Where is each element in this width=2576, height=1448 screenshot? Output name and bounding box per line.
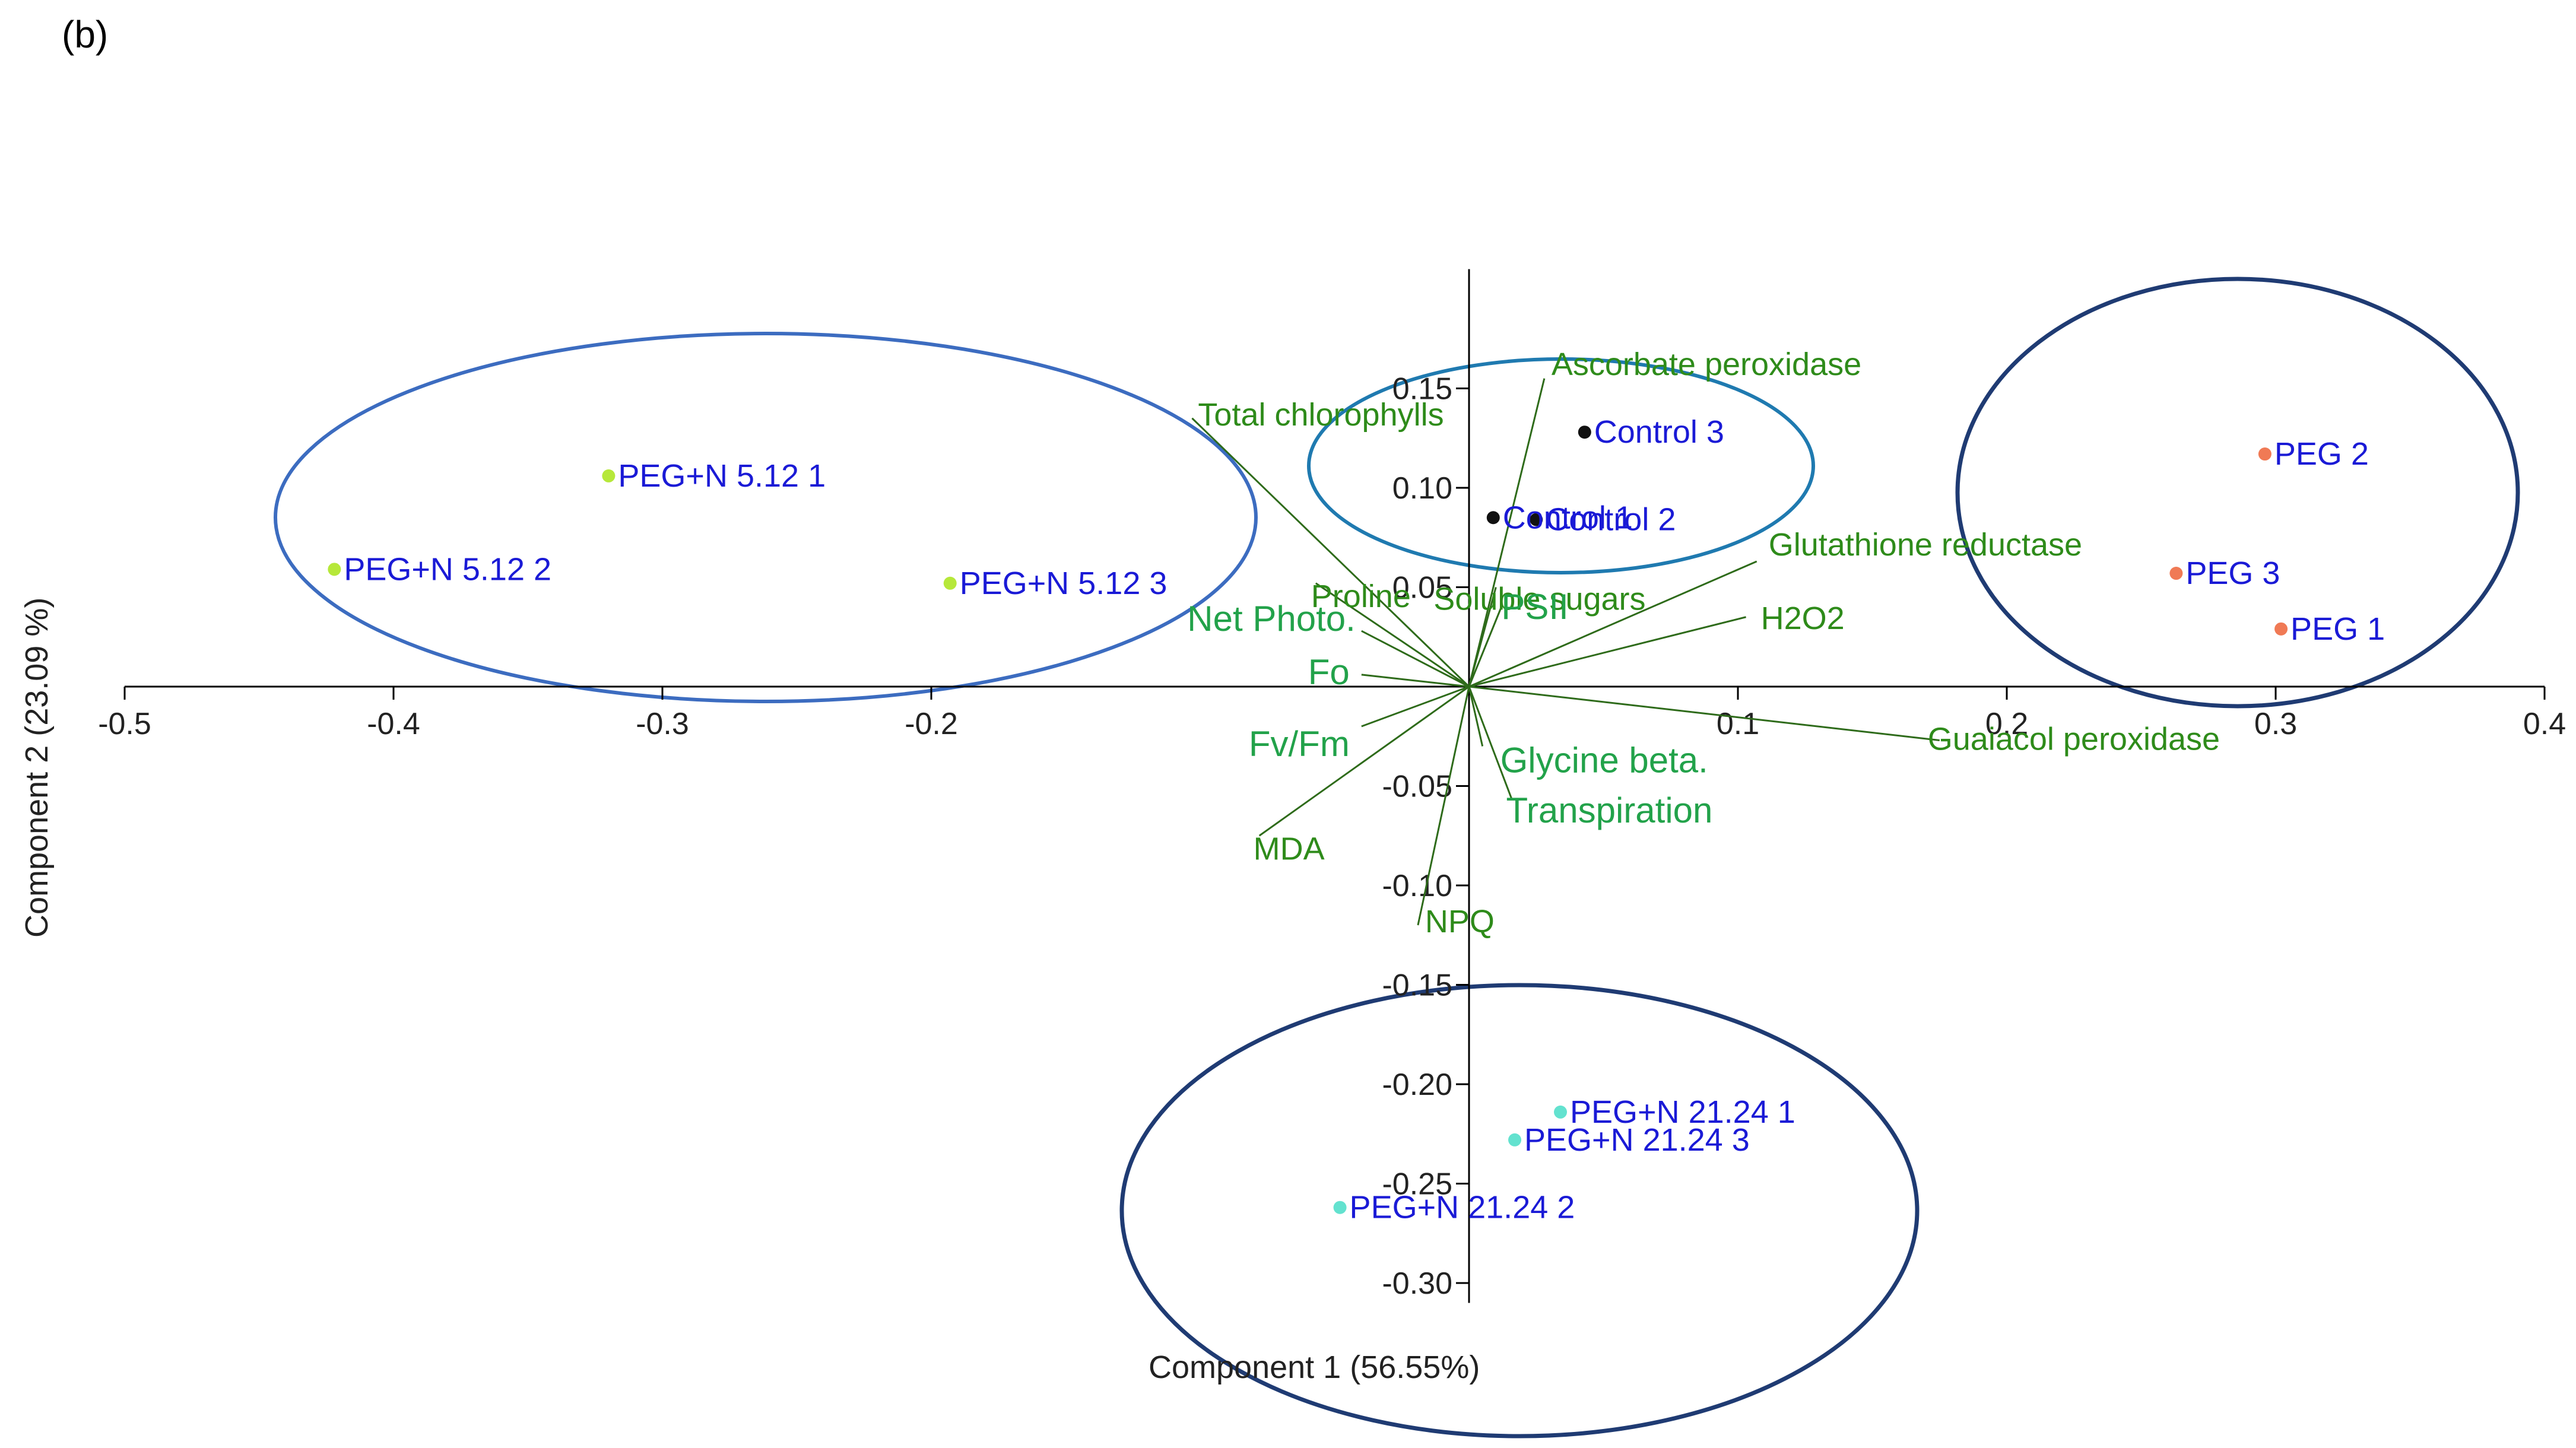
point-label-peg-n-21-24-3: PEG+N 21.24 3 <box>1524 1122 1750 1158</box>
point-peg-n-21-24-2 <box>1333 1201 1347 1214</box>
point-peg-n-5-12-3 <box>943 576 957 590</box>
vector-psii <box>1468 606 1502 687</box>
x-tick-label: 0.1 <box>1717 707 1759 741</box>
panel-label: (b) <box>62 13 108 56</box>
vector-npq <box>1417 686 1470 926</box>
group-ellipses <box>274 277 2520 1439</box>
vector-transpiration <box>1468 686 1513 801</box>
point-control-3 <box>1578 425 1591 439</box>
vector-total-chlorophylls <box>1191 417 1470 688</box>
vector-label-net-photo: Net Photo. <box>1187 599 1356 639</box>
point-label-control-3: Control 3 <box>1594 414 1724 450</box>
x-tick-label: 0.3 <box>2254 707 2297 741</box>
ellipse-peg-n-21-24 <box>1119 983 1920 1439</box>
y-tick-label: 0.10 <box>1392 471 1452 506</box>
y-tick-label: -0.20 <box>1382 1068 1452 1102</box>
point-label-peg-n-5-12-1: PEG+N 5.12 1 <box>618 458 826 494</box>
point-label-peg-3: PEG 3 <box>2185 555 2280 591</box>
point-peg-3 <box>2169 567 2183 580</box>
vector-label-guaiacol-peroxidase: Guaiacol peroxidase <box>1928 721 2220 757</box>
vector-h2o2 <box>1468 616 1746 688</box>
vector-glycine-beta <box>1468 686 1484 747</box>
point-control-1 <box>1486 511 1500 525</box>
vector-label-h2o2: H2O2 <box>1761 601 1845 636</box>
point-label-peg-1: PEG 1 <box>2291 611 2385 647</box>
point-label-peg-n-5-12-2: PEG+N 5.12 2 <box>344 551 551 587</box>
point-label-peg-2: PEG 2 <box>2274 436 2369 472</box>
vector-label-ascorbate-peroxidase: Ascorbate peroxidase <box>1552 347 1861 382</box>
y-tick-label: -0.30 <box>1382 1266 1452 1301</box>
vector-proline <box>1315 582 1470 688</box>
vector-net-photo <box>1361 630 1470 688</box>
x-tick-label: -0.2 <box>905 707 958 741</box>
vector-ascorbate-peroxidase <box>1468 378 1546 687</box>
vector-label-proline: Proline <box>1311 579 1411 614</box>
vector-label-psii: PSII <box>1501 587 1568 627</box>
vector-fo <box>1361 674 1470 688</box>
point-label-control-2: Control 2 <box>1546 502 1676 538</box>
x-tick-label: -0.4 <box>367 707 420 741</box>
ellipse-peg-n-5-12 <box>274 332 1258 703</box>
x-tick-label: -0.3 <box>636 707 689 741</box>
point-control-2 <box>1530 513 1543 526</box>
x-tick-label: 0.2 <box>1985 707 2028 741</box>
vector-glutathione-reductase <box>1468 560 1757 688</box>
vector-soluble-sugars <box>1468 587 1497 687</box>
point-peg-n-21-24-1 <box>1554 1105 1568 1119</box>
vector-guaiacol-peroxidase <box>1468 685 1940 741</box>
vector-label-glutathione-reductase: Glutathione reductase <box>1769 527 2082 563</box>
vector-label-total-chlorophylls: Total chlorophylls <box>1198 397 1444 433</box>
y-tick-label: -0.10 <box>1382 869 1452 903</box>
y-tick-label: -0.05 <box>1382 770 1452 804</box>
ellipse-control <box>1307 357 1815 574</box>
axes: -0.5 -0.4 -0.3 -0.2 0.1 0.2 0.3 0.4 0.15 0.10 0.05… <box>98 269 2566 1303</box>
y-tick-label: -0.15 <box>1382 968 1452 1003</box>
point-peg-n-21-24-3 <box>1508 1133 1522 1147</box>
point-label-peg-n-21-24-1: PEG+N 21.24 1 <box>1570 1094 1795 1130</box>
ellipse-peg <box>1955 277 2520 709</box>
y-tick-label: 0.05 <box>1392 571 1452 605</box>
vector-label-glycine-beta: Glycine beta. <box>1500 741 1708 780</box>
vector-label-mda: MDA <box>1254 831 1325 866</box>
score-points <box>328 425 2288 1214</box>
point-peg-n-5-12-2 <box>328 563 341 576</box>
vector-label-npq: NPQ <box>1425 904 1495 939</box>
point-peg-n-5-12-1 <box>602 469 616 482</box>
vector-mda <box>1258 685 1470 837</box>
point-label-peg-n-5-12-3: PEG+N 5.12 3 <box>960 566 1168 601</box>
point-label-control-1: Control 1 <box>1503 500 1633 535</box>
vector-label-fo: Fo <box>1308 652 1350 692</box>
y-tick-label: 0.15 <box>1392 372 1452 407</box>
vector-label-transpiration: Transpiration <box>1506 790 1712 830</box>
vector-fv-fm <box>1361 685 1470 728</box>
x-axis-title: Component 1 (56.55%) <box>1149 1349 1480 1385</box>
vector-label-soluble-sugars: Soluble sugars <box>1433 582 1645 617</box>
y-axis-title: Component 2 (23.09 %) <box>19 598 55 938</box>
x-tick-label: -0.5 <box>98 707 151 741</box>
point-label-peg-n-21-24-2: PEG+N 21.24 2 <box>1350 1190 1575 1225</box>
y-tick-label: -0.25 <box>1382 1167 1452 1202</box>
loading-vectors <box>1191 378 1940 926</box>
point-peg-2 <box>2258 447 2272 461</box>
x-tick-label: 0.4 <box>2523 707 2566 741</box>
point-peg-1 <box>2274 622 2288 636</box>
vector-label-fv-fm: Fv/Fm <box>1249 724 1350 764</box>
